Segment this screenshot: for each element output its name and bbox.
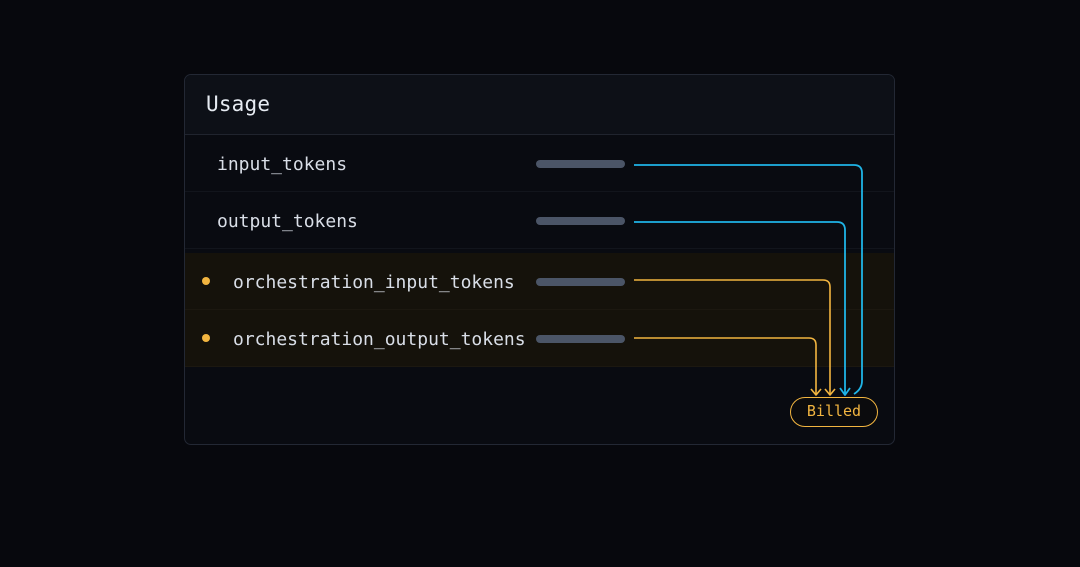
row-label: orchestration_input_tokens [233, 272, 515, 293]
value-bar [536, 278, 625, 286]
value-bar [536, 335, 625, 343]
usage-panel: Usage input_tokens output_tokens orchest… [184, 74, 895, 445]
row-label: input_tokens [217, 154, 348, 175]
panel-title: Usage [206, 92, 271, 116]
value-bar [536, 160, 625, 168]
panel-header: Usage [185, 75, 894, 135]
usage-row-orchestration-input-tokens: orchestration_input_tokens [185, 253, 894, 310]
usage-row-input-tokens: input_tokens [185, 135, 894, 192]
row-label: output_tokens [217, 211, 358, 232]
usage-row-output-tokens: output_tokens [185, 192, 894, 249]
value-bar [536, 217, 625, 225]
billed-badge: Billed [790, 397, 878, 427]
row-label: orchestration_output_tokens [233, 329, 526, 350]
highlight-dot-icon [202, 277, 210, 285]
usage-row-orchestration-output-tokens: orchestration_output_tokens [185, 310, 894, 367]
highlight-dot-icon [202, 334, 210, 342]
